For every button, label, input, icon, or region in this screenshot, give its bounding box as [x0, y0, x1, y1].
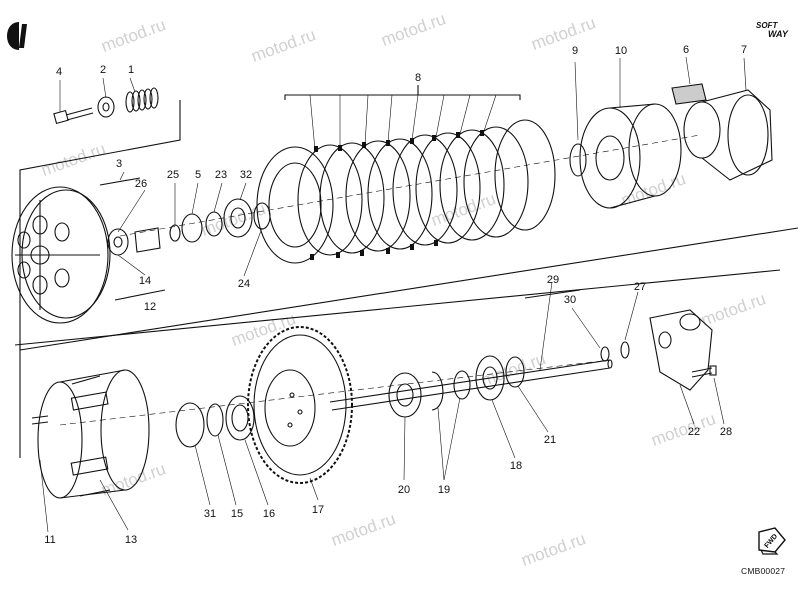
o-ring-shape [169, 224, 181, 242]
clutch-disc-pack-shape [256, 119, 556, 264]
spacer-15-shape [206, 403, 224, 437]
callout-24: 24 [237, 278, 251, 290]
circlip-19-shape [431, 371, 444, 411]
callout-3: 3 [115, 158, 123, 170]
lower-frame-top [14, 269, 781, 346]
lower-axis-line [59, 359, 611, 426]
screw-28-shape [691, 365, 717, 378]
cover-22-shape [649, 309, 713, 391]
callout-22: 22 [687, 426, 701, 438]
bushing-5-shape [181, 213, 203, 243]
circlip-27-shape [620, 341, 630, 359]
callout-13: 13 [124, 534, 138, 546]
washer-32-shape [223, 198, 253, 238]
pin-25-shape [134, 227, 161, 253]
callout-5: 5 [194, 169, 202, 181]
ring-23-shape [205, 211, 223, 237]
callout-7: 7 [740, 44, 748, 56]
callout-31: 31 [203, 508, 217, 520]
callout-4: 4 [55, 66, 63, 78]
bracket-29 [524, 289, 581, 299]
brand-logo-icon [7, 22, 27, 50]
upper-frame-line [19, 100, 181, 350]
brand-line-2: WAY [768, 29, 788, 39]
callout-28: 28 [719, 426, 733, 438]
callout-8: 8 [414, 72, 422, 84]
washer-30-shape [600, 346, 610, 362]
callout-29: 29 [546, 274, 560, 286]
callout-2: 2 [99, 64, 107, 76]
callout-15: 15 [230, 508, 244, 520]
callout-21: 21 [543, 434, 557, 446]
thrust-washer-9-shape [569, 143, 587, 177]
bolt-4-shape [53, 107, 94, 125]
callout-27: 27 [633, 281, 647, 293]
bracket-3 [99, 177, 141, 186]
brand-line-1: SOFT [756, 21, 778, 30]
callout-9: 9 [571, 45, 579, 57]
callout-10: 10 [614, 45, 628, 57]
bearing-26-shape [107, 228, 129, 256]
callout-30: 30 [563, 294, 577, 306]
callout-14: 14 [138, 275, 152, 287]
washer-2-shape [97, 96, 115, 118]
spring-1-shape [125, 87, 159, 113]
callout-16: 16 [262, 508, 276, 520]
clutch-drum-10-shape [579, 103, 682, 209]
washer-16-shape [225, 395, 255, 441]
bushing-31-shape [175, 402, 205, 448]
bearing-18-shape [475, 355, 505, 401]
callout-25: 25 [166, 169, 180, 181]
primary-gear-17-shape [247, 326, 353, 484]
ring-19-shape [453, 370, 471, 400]
callout-26: 26 [134, 178, 148, 190]
pressure-plate-shape [11, 186, 111, 324]
callout-20: 20 [397, 484, 411, 496]
spacer-21-shape [505, 356, 525, 388]
callout-12: 12 [143, 301, 157, 313]
brand-mark: SOFT WAY [756, 21, 788, 39]
spacer-shape [253, 202, 271, 230]
clutch-basket-shape [31, 369, 150, 499]
callout-6: 6 [682, 44, 690, 56]
callout-19: 19 [437, 484, 451, 496]
upper-frame-diagonal [19, 227, 799, 351]
callout-23: 23 [214, 169, 228, 181]
drawing-code: CMB00027 [741, 566, 786, 576]
forward-arrow-icon: FWD [758, 527, 786, 555]
callout-11: 11 [44, 534, 56, 546]
callout-17: 17 [311, 504, 325, 516]
bracket-12 [114, 289, 166, 301]
callout-1: 1 [127, 64, 135, 76]
housing-7-shape [683, 89, 773, 181]
damper-6-shape [671, 83, 707, 105]
bearing-20-shape [388, 372, 422, 418]
bracket-8 [284, 94, 521, 100]
shaft-29-shape [329, 359, 613, 411]
callout-18: 18 [509, 460, 523, 472]
callout-32: 32 [239, 169, 253, 181]
